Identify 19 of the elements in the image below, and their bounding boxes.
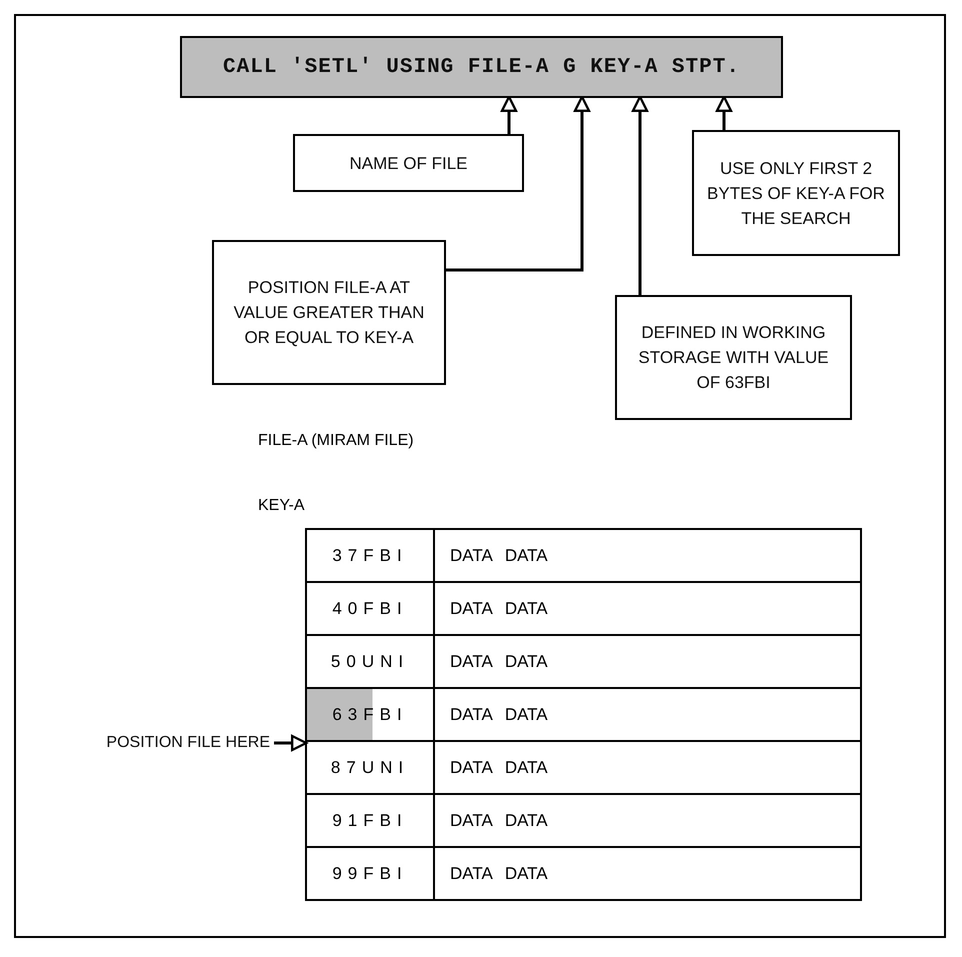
key-cell: 91FBI bbox=[306, 794, 434, 847]
key-cell: 99FBI bbox=[306, 847, 434, 900]
arrow bbox=[500, 96, 518, 134]
arrow bbox=[632, 96, 648, 295]
key-cell: 63FBI bbox=[306, 688, 434, 741]
key-cell: 87UNI bbox=[306, 741, 434, 794]
arrow bbox=[716, 96, 732, 130]
file-caption: FILE-A (MIRAM FILE) bbox=[258, 432, 414, 450]
pointer-text: POSITION FILE HERE bbox=[30, 730, 270, 756]
callout-box: NAME OF FILE bbox=[293, 134, 524, 192]
code-statement-bar: CALL 'SETL' USING FILE-A G KEY-A STPT. bbox=[180, 36, 783, 98]
callout-box: USE ONLY FIRST 2 BYTES OF KEY-A FOR THE SEARCH bbox=[692, 130, 900, 256]
column-heading: KEY-A bbox=[258, 497, 305, 515]
arrow bbox=[274, 734, 308, 752]
key-cell: 40FBI bbox=[306, 582, 434, 635]
key-cell: 37FBI bbox=[306, 529, 434, 582]
arrow bbox=[446, 96, 590, 272]
callout-box: POSITION FILE-A AT VALUE GREATER THAN OR EQUAL TO KEY-A bbox=[212, 240, 446, 385]
callout-box: DEFINED IN WORKING STORAGE WITH VALUE OF 63FBI bbox=[615, 295, 852, 420]
